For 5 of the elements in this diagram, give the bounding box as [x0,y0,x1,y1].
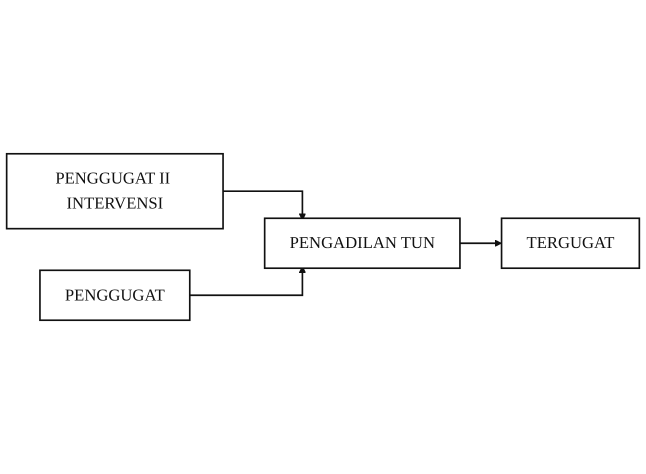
node-box: PENGADILAN TUN [264,217,461,270]
node-box: PENGGUGAT [39,269,191,322]
arrow [460,240,502,247]
node-box: PENGGUGAT II INTERVENSI [6,152,224,230]
node-box: TERGUGAT [500,217,640,270]
